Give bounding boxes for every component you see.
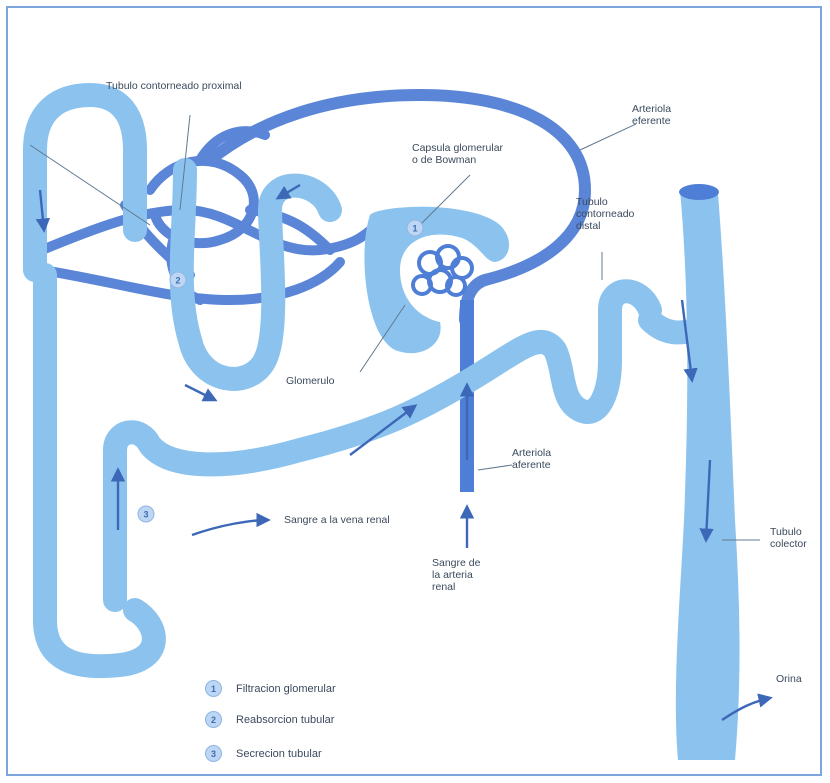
label-efferent-line2: eferente: [632, 115, 671, 127]
label-renal-vein: Sangre a la vena renal: [284, 514, 390, 526]
label-glomerulus: Glomerulo: [286, 375, 334, 387]
label-proximal-tubule: Tubulo contorneado proximal: [106, 80, 242, 92]
marker-reabsorption-num: 2: [175, 276, 180, 286]
label-renal-artery: Sangre de la arteria renal: [432, 557, 480, 593]
flow-arrow-renal-vein: [192, 520, 268, 535]
label-distal-line2: contorneado: [576, 208, 634, 220]
label-afferent-line1: Arteriola: [512, 447, 551, 459]
flow-arrow-loop-bottom: [185, 385, 215, 400]
nephron-tubule: [35, 95, 700, 666]
label-renal-artery-line3: renal: [432, 581, 480, 593]
collecting-duct-top: [679, 184, 719, 200]
leader-efferent: [580, 124, 636, 150]
label-collecting-line2: colector: [770, 538, 807, 550]
legend-text-reabsorption: Reabsorcion tubular: [236, 714, 334, 726]
label-collecting-duct: Tubulo colector: [770, 526, 807, 550]
label-renal-artery-line2: la arteria: [432, 569, 480, 581]
legend-text-filtration: Filtracion glomerular: [236, 683, 336, 695]
legend-item-secretion: 3 Secrecion tubular: [205, 745, 322, 762]
legend-text-secretion: Secrecion tubular: [236, 748, 322, 760]
collecting-duct: [676, 187, 740, 760]
glomerulus: [413, 246, 472, 295]
marker-filtration-num: 1: [412, 224, 417, 234]
label-bowman-line1: Capsula glomerular: [412, 142, 503, 154]
label-bowman-capsule: Capsula glomerular o de Bowman: [412, 142, 503, 166]
label-distal-line3: distal: [576, 220, 634, 232]
legend-item-filtration: 1 Filtracion glomerular: [205, 680, 336, 697]
legend-badge-2: 2: [205, 711, 222, 728]
label-distal-tubule: Tubulo contorneado distal: [576, 196, 634, 232]
legend-badge-3: 3: [205, 745, 222, 762]
label-renal-artery-line1: Sangre de: [432, 557, 480, 569]
label-afferent-line2: aferente: [512, 459, 551, 471]
label-bowman-line2: o de Bowman: [412, 154, 503, 166]
label-efferent-line1: Arteriola: [632, 103, 671, 115]
leader-afferent: [478, 465, 512, 470]
label-urine: Orina: [776, 673, 802, 685]
label-afferent-arteriole: Arteriola aferente: [512, 447, 551, 471]
legend-item-reabsorption: 2 Reabsorcion tubular: [205, 711, 334, 728]
legend-badge-1: 1: [205, 680, 222, 697]
label-distal-line1: Tubulo: [576, 196, 634, 208]
label-efferent-arteriole: Arteriola eferente: [632, 103, 671, 127]
label-collecting-line1: Tubulo: [770, 526, 807, 538]
marker-secretion-num: 3: [143, 510, 148, 520]
